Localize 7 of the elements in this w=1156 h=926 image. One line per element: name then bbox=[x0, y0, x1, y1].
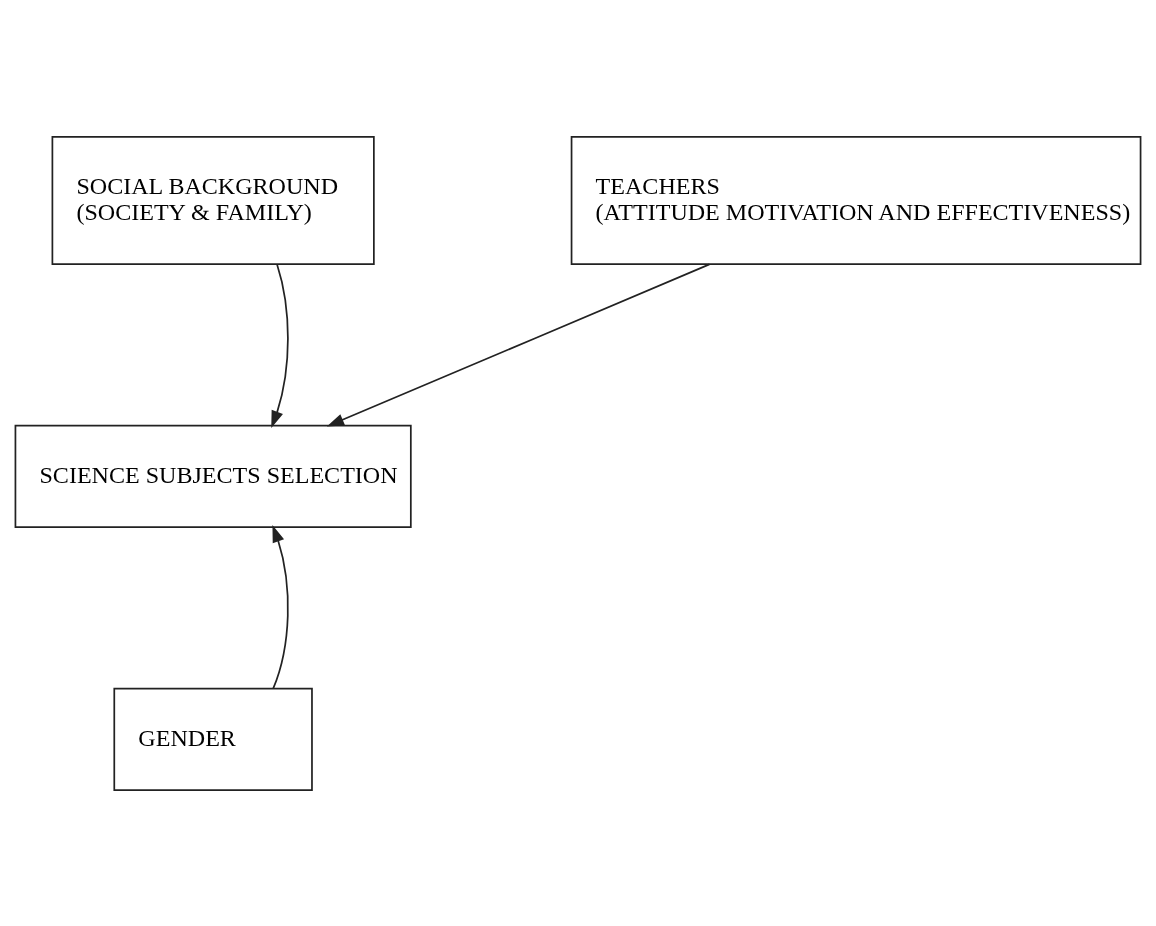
arrow bbox=[272, 524, 289, 689]
node-box: GENDER bbox=[113, 687, 313, 791]
arrow bbox=[271, 263, 289, 428]
node-box: SCIENCE SUBJECTS SELECTION bbox=[14, 424, 412, 528]
node-box: TEACHERS (ATTITUDE MOTIVATION AND EFFECTIVENESS) bbox=[570, 135, 1142, 265]
arrow bbox=[326, 263, 711, 426]
node-box: SOCIAL BACKGROUND (SOCIETY & FAMILY) bbox=[51, 135, 375, 265]
